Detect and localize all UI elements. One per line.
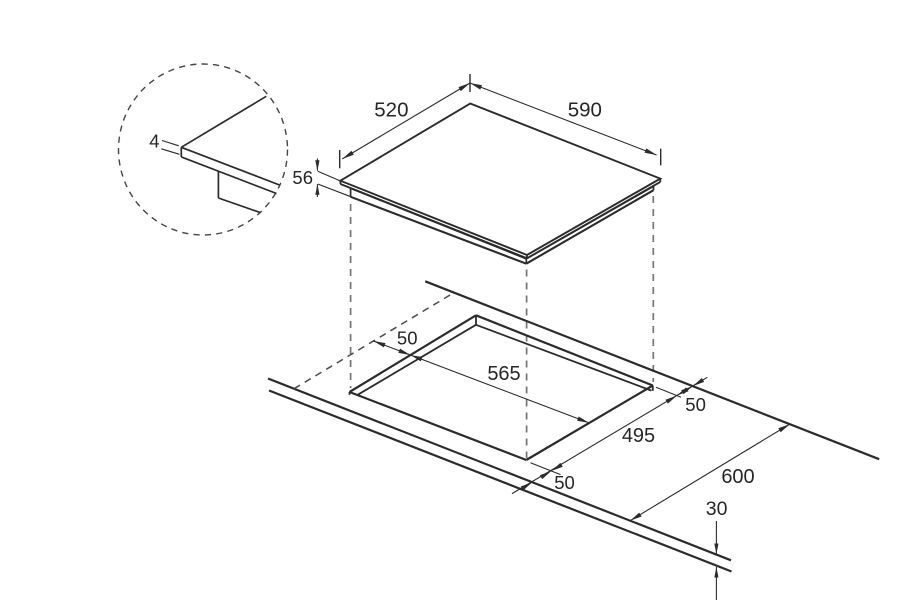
svg-text:30: 30 [706, 498, 728, 520]
svg-text:565: 565 [487, 363, 520, 385]
svg-text:50: 50 [554, 472, 575, 493]
svg-text:520: 520 [374, 99, 408, 122]
svg-text:600: 600 [721, 466, 754, 488]
svg-text:590: 590 [568, 98, 602, 121]
svg-text:50: 50 [685, 394, 706, 415]
svg-text:56: 56 [292, 167, 313, 188]
svg-text:50: 50 [397, 327, 418, 348]
svg-text:495: 495 [622, 425, 655, 447]
svg-text:4: 4 [149, 131, 159, 152]
